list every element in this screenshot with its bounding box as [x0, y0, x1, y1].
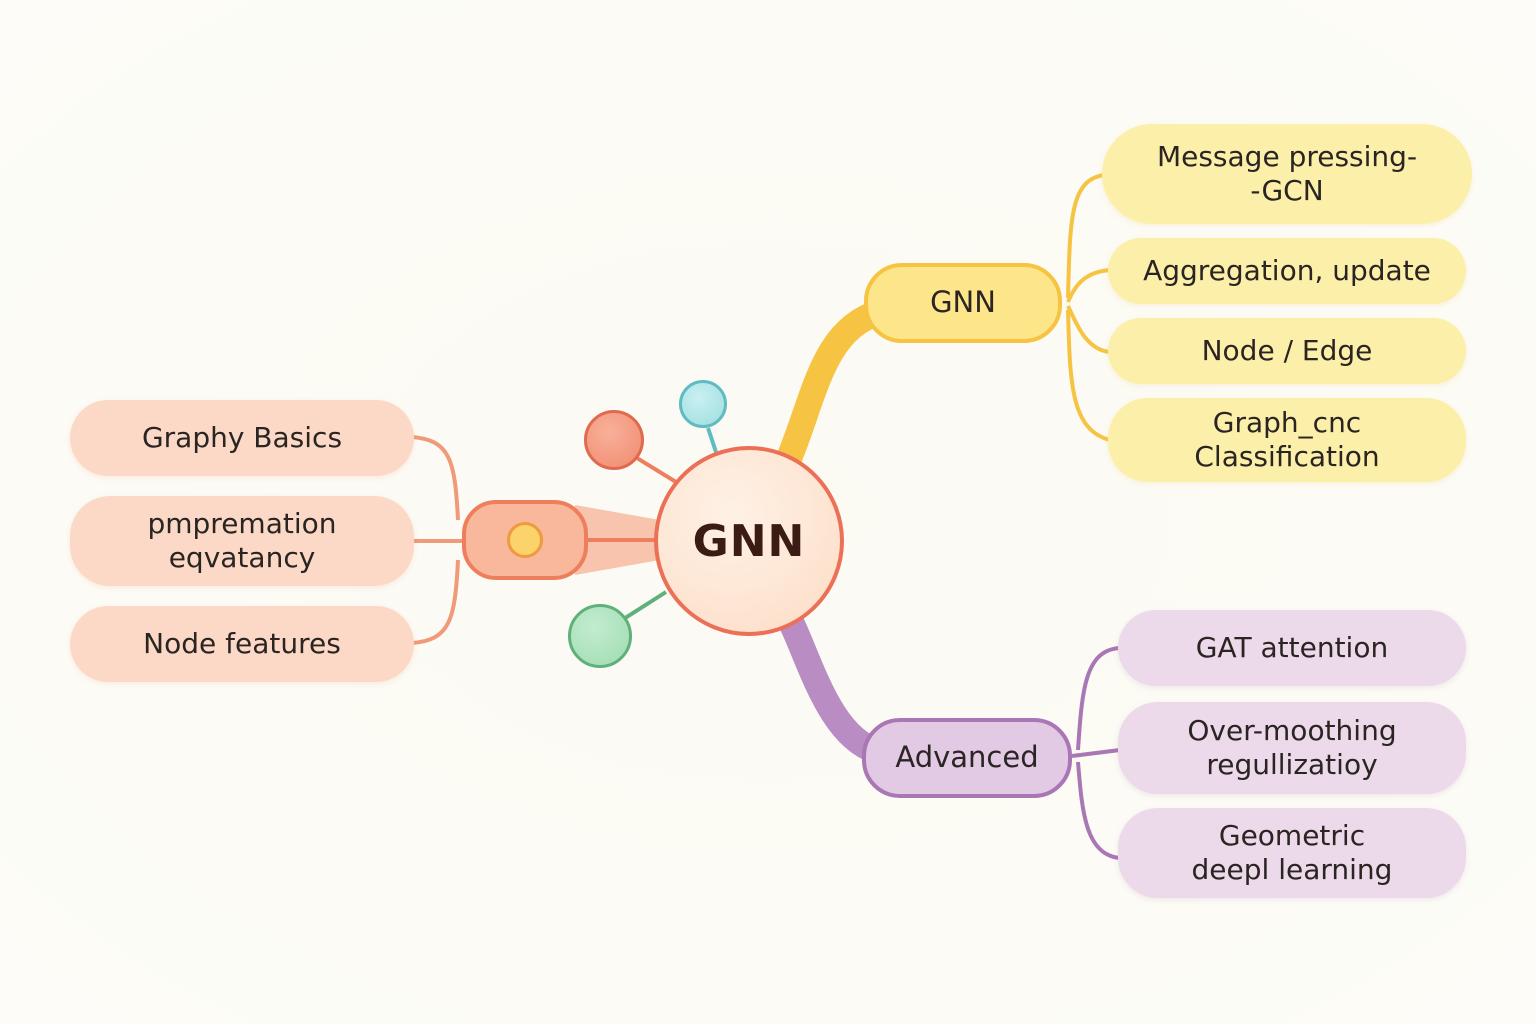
- leaf-permutation-equivariance[interactable]: pmpremation eqvatancy: [70, 496, 414, 586]
- link-yellow-3: [1066, 305, 1111, 354]
- leaf-aggregation-update[interactable]: Aggregation, update: [1108, 238, 1466, 304]
- link-purple-2: [1071, 748, 1121, 758]
- leaf-graph-classification[interactable]: Graph_cnc Classification: [1108, 398, 1466, 482]
- link-yellow-2: [1066, 268, 1111, 303]
- teal-node-ball: [679, 380, 727, 428]
- branch-coral-hub[interactable]: [462, 500, 588, 580]
- trunk-purple: [777, 607, 893, 765]
- leaf-geometric-deep-learning[interactable]: Geometric deepl learning: [1118, 808, 1466, 898]
- green-node-ball: [568, 604, 632, 668]
- link-yellow-4: [1066, 309, 1111, 442]
- trunk-yellow: [772, 299, 893, 481]
- leaf-over-smoothing[interactable]: Over-moothing regullizatioy: [1118, 702, 1466, 794]
- link-left-3: [411, 559, 460, 645]
- leaf-node-edge[interactable]: Node / Edge: [1108, 318, 1466, 384]
- link-yellow-1: [1066, 173, 1105, 299]
- yellow-dot-icon: [507, 522, 543, 558]
- link-left-1: [411, 435, 460, 521]
- link-purple-3: [1076, 761, 1121, 860]
- center-topic-gnn[interactable]: GNN: [654, 446, 844, 636]
- branch-gnn[interactable]: GNN: [864, 263, 1062, 343]
- branch-advanced[interactable]: Advanced: [862, 718, 1072, 798]
- stem-teal: [706, 427, 718, 453]
- stem-green: [620, 590, 668, 622]
- red-node-ball: [584, 410, 644, 470]
- leaf-graphy-basics[interactable]: Graphy Basics: [70, 400, 414, 476]
- leaf-message-passing[interactable]: Message pressing- -GCN: [1102, 124, 1472, 224]
- leaf-gat-attention[interactable]: GAT attention: [1118, 610, 1466, 686]
- stem-red: [630, 453, 678, 484]
- link-purple-1: [1076, 646, 1121, 751]
- leaf-node-features[interactable]: Node features: [70, 606, 414, 682]
